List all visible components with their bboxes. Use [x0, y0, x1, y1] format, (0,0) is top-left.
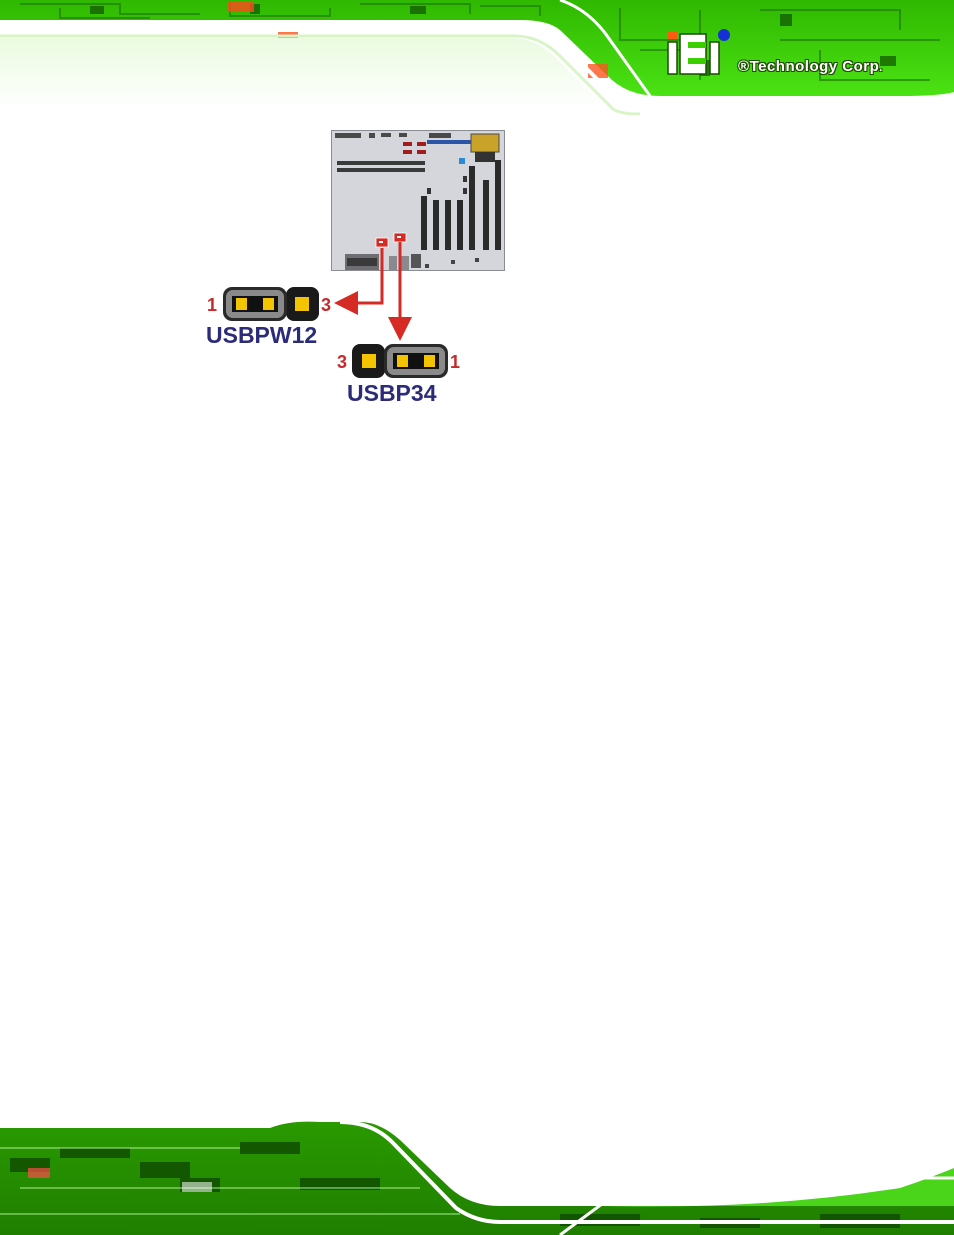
- brand-period: .: [879, 62, 883, 74]
- brand-wordmark: ®Technology Corp.: [738, 58, 883, 75]
- usbpw12-label: USBPW12: [206, 324, 317, 347]
- usbp34-pin-right: 1: [450, 353, 460, 371]
- usbpw12-header-icon: [222, 286, 320, 322]
- usbpw12-pin-right: 3: [321, 296, 331, 314]
- iei-logo: [666, 28, 736, 76]
- usbp34-pin-left: 3: [337, 353, 347, 371]
- usbp34-label: USBP34: [347, 382, 436, 405]
- usbp34-header-icon: [351, 343, 449, 379]
- footer-circuit-banner: [0, 1118, 954, 1235]
- registered-mark: ®: [738, 58, 750, 75]
- usbpw12-pin-left: 1: [207, 296, 217, 314]
- brand-name: Technology Corp: [750, 58, 880, 75]
